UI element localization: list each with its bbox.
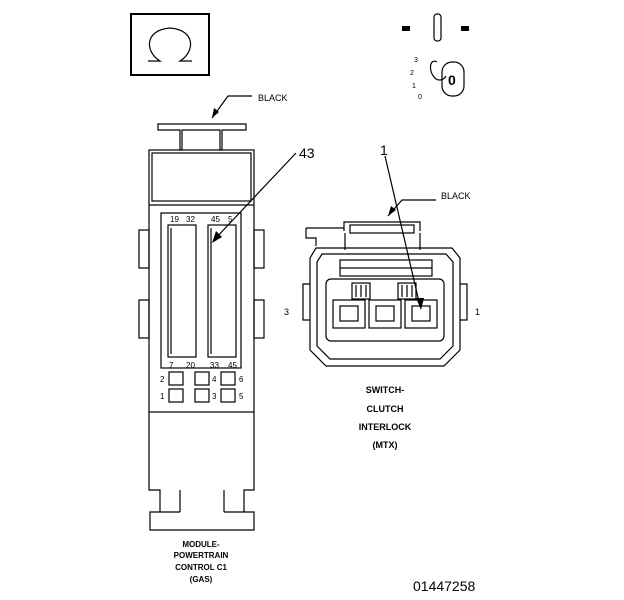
pcm-side-pin-1: 1 [160, 392, 165, 401]
ignition-key-label: 0 [448, 72, 456, 88]
pcm-top-pin-19: 19 [170, 215, 179, 224]
pcm-bottom-pin-7: 7 [169, 361, 174, 370]
ignition-pos-0: 0 [418, 94, 422, 101]
pcm-bottom-pin-33: 33 [210, 361, 219, 370]
clutch-pin-1: 1 [475, 307, 480, 317]
pcm-side-pin-4: 4 [212, 375, 217, 384]
clutch-title-line-1: SWITCH- [366, 385, 405, 395]
ignition-key-legend: 0 3 2 1 0 [402, 13, 469, 101]
pcm-wire-color: BLACK [258, 93, 288, 103]
pcm-connector: BLACK 19 32 45 5 7 20 33 45 [138, 93, 315, 584]
pcm-top-pin-45: 45 [211, 215, 220, 224]
pcm-side-pin-5: 5 [239, 392, 244, 401]
pcm-title-line-1: MODULE- [182, 540, 220, 549]
clutch-wire-color: BLACK [441, 191, 471, 201]
clutch-title-line-3: INTERLOCK [359, 422, 412, 432]
ignition-pos-3: 3 [414, 57, 418, 64]
pcm-top-pin-5: 5 [228, 215, 233, 224]
clutch-callout: 1 [380, 142, 388, 158]
off-indicator-left-icon [402, 26, 410, 31]
pcm-side-pin-2: 2 [160, 375, 165, 384]
pcm-callout: 43 [299, 145, 315, 161]
pcm-side-pin-6: 6 [239, 375, 244, 384]
ignition-pos-1: 1 [412, 83, 416, 90]
clutch-interlock-connector: BLACK 3 1 [284, 142, 480, 450]
pcm-title-line-3: CONTROL C1 [175, 563, 227, 572]
clutch-title-line-2: CLUTCH [367, 404, 404, 414]
ignition-pos-2: 2 [410, 70, 414, 77]
figure-id: 01447258 [413, 578, 476, 594]
pcm-side-pin-3: 3 [212, 392, 217, 401]
clutch-title-line-4: (MTX) [373, 440, 398, 450]
pcm-bottom-pin-20: 20 [186, 361, 195, 370]
pcm-bottom-pin-45b: 45 [228, 361, 237, 370]
pcm-title-line-4: (GAS) [190, 575, 213, 584]
ohm-icon [148, 27, 192, 62]
ohm-legend [130, 13, 210, 76]
ignition-key-icon: 0 [429, 60, 465, 97]
clutch-pin-3: 3 [284, 307, 289, 317]
pcm-top-pin-32: 32 [186, 215, 195, 224]
off-indicator-right-icon [461, 26, 469, 31]
pcm-title-line-2: POWERTRAIN [174, 551, 229, 560]
